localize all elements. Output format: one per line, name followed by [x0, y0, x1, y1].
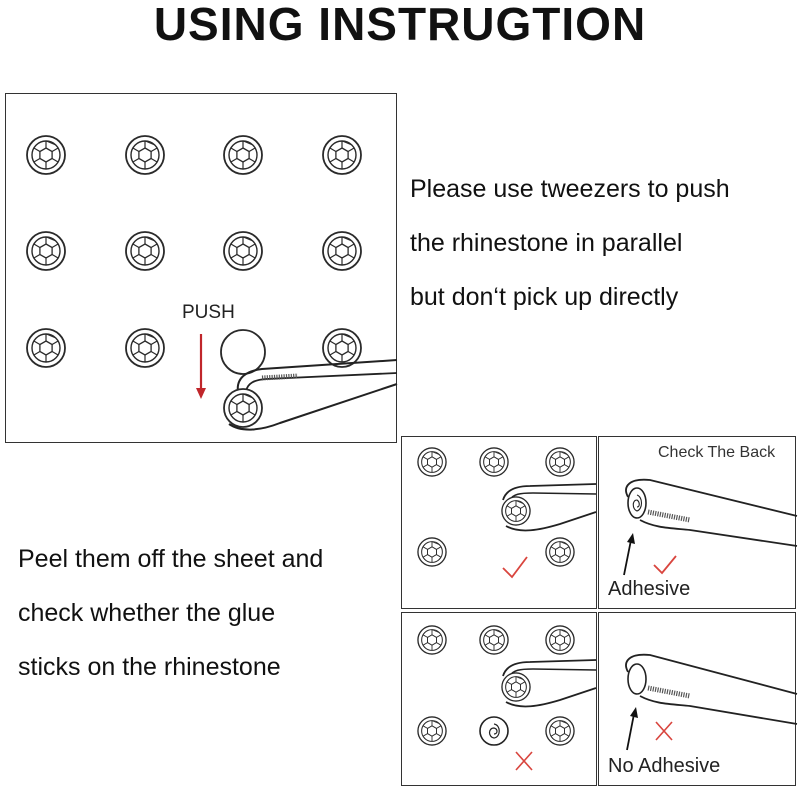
rhinestone-icon [418, 448, 446, 476]
check-mark-icon [653, 555, 677, 575]
glue-residue-icon [479, 716, 509, 746]
rhinestone-icon [223, 135, 263, 175]
instruction-line: the rhinestone in parallel [410, 229, 683, 257]
peel-instruction-text: Peel them off the sheet and check whethe… [18, 532, 323, 694]
instruction-line: but don‘t pick up directly [410, 283, 679, 311]
rhinestone-icon [480, 448, 508, 476]
rhinestone-back-icon [627, 487, 647, 519]
rhinestone-icon [223, 388, 263, 428]
no-adhesive-label: No Adhesive [608, 755, 721, 777]
rhinestone-icon [546, 448, 574, 476]
push-label: PUSH [182, 302, 235, 323]
instruction-line: Peel them off the sheet and [18, 545, 324, 573]
rhinestone-icon [322, 328, 362, 368]
rhinestone-icon [125, 328, 165, 368]
rhinestone-icon [502, 673, 530, 701]
rhinestone-icon [223, 231, 263, 271]
instruction-line: Please use tweezers to push [410, 175, 730, 203]
rhinestone-icon [502, 497, 530, 525]
push-instruction-text: Please use tweezers to push the rhinesto… [410, 162, 730, 324]
cross-mark-icon [655, 721, 673, 741]
rhinestone-icon [418, 717, 446, 745]
rhinestone-icon [26, 328, 66, 368]
no-adhesive-back-panel [598, 612, 796, 786]
tweezers-back-icon [625, 653, 798, 725]
rhinestone-icon [26, 231, 66, 271]
rhinestone-icon [125, 231, 165, 271]
rhinestone-icon [546, 626, 574, 654]
cross-mark-icon [515, 751, 533, 771]
glue-swirl-icon [632, 494, 643, 512]
empty-spot-icon [220, 329, 266, 375]
check-mark-icon [502, 556, 528, 579]
instruction-line: sticks on the rhinestone [18, 653, 281, 681]
tweezers-back-icon [625, 478, 798, 547]
rhinestone-icon [322, 231, 362, 271]
adhesive-back-panel [598, 436, 796, 609]
page-title: USING INSTRUGTION [153, 0, 647, 50]
up-arrow-icon [623, 533, 635, 576]
rhinestone-icon [418, 538, 446, 566]
rhinestone-icon [546, 538, 574, 566]
rhinestone-grid [26, 135, 362, 368]
push-arrow-icon [196, 334, 206, 399]
rhinestone-icon [26, 135, 66, 175]
instruction-line: check whether the glue [18, 599, 276, 627]
rhinestone-icon [418, 626, 446, 654]
up-arrow-icon [626, 707, 638, 751]
rhinestone-icon [480, 626, 508, 654]
rhinestone-icon [546, 717, 574, 745]
rhinestone-back-icon [627, 663, 647, 695]
check-the-back-label: Check The Back [658, 444, 776, 461]
rhinestone-icon [322, 135, 362, 175]
rhinestone-icon [125, 135, 165, 175]
adhesive-label: Adhesive [608, 578, 691, 600]
